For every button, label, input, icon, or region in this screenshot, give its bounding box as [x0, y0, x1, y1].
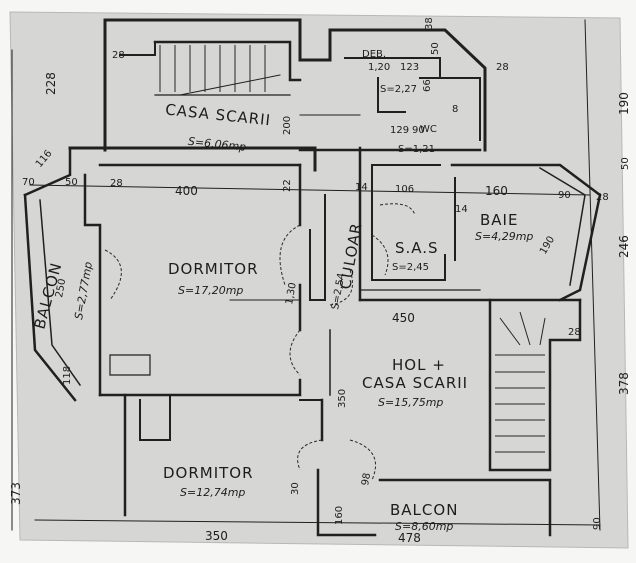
dimension-label: 90 [558, 190, 571, 201]
dimension-label: 28 [596, 192, 609, 203]
dimension-label: 66 [422, 79, 433, 92]
room-name-dormitor-2: DORMITOR [163, 464, 254, 482]
paper-sheet [9, 11, 629, 549]
room-area-baie: S=4,29mp [475, 230, 533, 243]
room-name-baie: BAIE [480, 211, 518, 229]
room-name-sas: S.A.S [395, 239, 439, 257]
dimension-label: 50 [620, 157, 631, 170]
dimension-label: 1,20 [368, 62, 390, 73]
dimension-label: 28 [568, 327, 581, 338]
dimension-label: 90 [592, 517, 603, 530]
room-area-deb: S=2,27 [380, 84, 417, 95]
dimension-label: 190 [617, 92, 631, 115]
dimension-label: 38 [424, 17, 435, 30]
dimension-label: 50 [65, 177, 78, 188]
dimension-label: 90 [412, 125, 425, 136]
dimension-label: 478 [398, 531, 421, 545]
dimension-label: 123 [400, 62, 419, 73]
dimension-label: 450 [392, 311, 415, 325]
stair-treads [495, 311, 546, 453]
dimension-label: 106 [395, 184, 414, 195]
dimension-label: 228 [44, 72, 58, 95]
room-name-balcon-bottom: BALCON [390, 501, 458, 519]
top-stair-treads [159, 45, 266, 92]
room-name-hol-line2: CASA SCARII [362, 374, 468, 392]
dimension-label: 118 [62, 366, 73, 385]
room-name-wc: WC [420, 124, 437, 135]
dimension-label: 129 [390, 125, 409, 136]
dimension-label: 22 [282, 179, 293, 192]
room-name-hol: HOL + [392, 356, 446, 374]
dimension-label: 250 [54, 278, 68, 299]
dimension-label: 400 [175, 184, 198, 198]
room-name-deb: DEB. [362, 49, 386, 60]
room-area-casa-scarii-top: S=6,06mp [187, 135, 246, 154]
dimension-label: 50 [430, 42, 441, 55]
dimension-label: 246 [617, 235, 631, 258]
room-area-wc: S=1,21 [398, 144, 435, 155]
dimension-label: 200 [282, 116, 293, 135]
room-name-dormitor-1: DORMITOR [168, 260, 259, 278]
dimension-label: 350 [337, 389, 348, 408]
dimension-label: 98 [360, 472, 373, 486]
dimension-label: 30 [290, 482, 301, 495]
dimension-label: 378 [617, 372, 631, 395]
room-area-dormitor-2: S=12,74mp [180, 486, 245, 499]
dimension-label: 14 [355, 182, 368, 193]
dimension-label: 160 [485, 184, 508, 198]
dimension-label: 1,30 [284, 282, 299, 306]
room-area-hol: S=15,75mp [378, 396, 443, 409]
walls [11, 18, 602, 537]
door-swings [104, 203, 416, 481]
dimension-label: 28 [496, 62, 509, 73]
dimension-label: 70 [22, 177, 35, 188]
dimension-label: 8 [452, 104, 458, 115]
dimension-labels: 228 28 1,20 123 66 50 38 28 190 116 70 5… [9, 17, 631, 545]
room-area-sas: S=2,45 [392, 262, 429, 273]
dimension-label: 28 [110, 178, 123, 189]
room-area-dormitor-1: S=17,20mp [178, 284, 243, 297]
room-area-balcon-bottom: S=8,60mp [395, 520, 453, 533]
dimension-label: 373 [9, 482, 23, 505]
dimension-label: 14 [455, 204, 468, 215]
dimension-label: 160 [334, 506, 345, 525]
dimension-label: 28 [112, 50, 125, 61]
dimension-label: 350 [205, 529, 228, 543]
